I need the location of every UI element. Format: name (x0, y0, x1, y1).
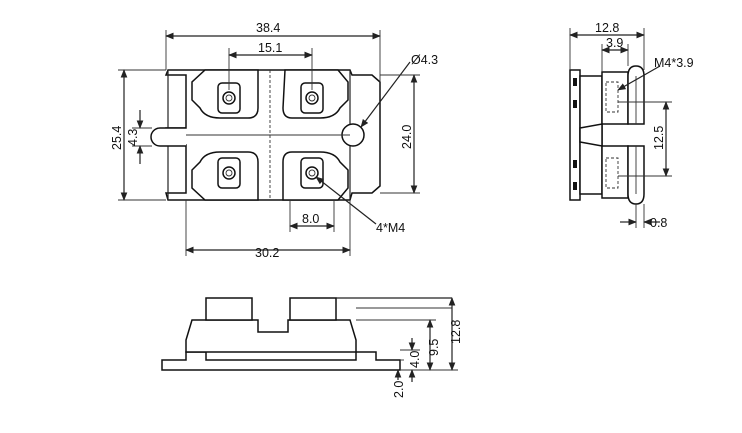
front-terminal (289, 297, 337, 321)
dim-screw-depth: M4*3.9 (654, 56, 694, 70)
dim-height-overall: 25.4 (110, 126, 124, 150)
dim-slot-width: 4.3 (126, 129, 140, 146)
dim-hole-dia: Ø4.3 (411, 53, 438, 67)
side-view: 12.8 3.9 M4*3.9 12.5 0.8 (569, 21, 694, 230)
mounting-slot (150, 127, 186, 147)
dim-pitch-x: 8.0 (302, 212, 319, 226)
dim-side-width: 12.8 (595, 21, 619, 35)
side-base (569, 69, 581, 201)
front-body (185, 319, 357, 353)
dim-terminal-offset: 3.9 (606, 36, 623, 50)
dim-pitch-y: 12.5 (652, 126, 666, 150)
front-terminal (205, 297, 253, 321)
dim-gap: 0.8 (650, 216, 667, 230)
dim-base-thickness: 2.0 (392, 381, 406, 398)
terminal-pad (191, 151, 259, 201)
dim-screw: 4*M4 (376, 221, 405, 235)
top-view: 38.4 15.1 Ø4.3 25.4 4.3 24.0 8.0 4*M4 (110, 21, 438, 260)
front-view: 12.8 9.5 4.0 2.0 (161, 297, 463, 398)
terminal-pad (282, 69, 349, 119)
dim-step-height: 4.0 (408, 351, 422, 368)
dim-front-height: 12.8 (449, 320, 463, 344)
dim-height-inner: 24.0 (400, 125, 414, 149)
dim-width-inner: 15.1 (258, 41, 282, 55)
front-base (161, 351, 401, 371)
dim-base-width: 30.2 (255, 246, 279, 260)
dim-body-height: 9.5 (427, 339, 441, 356)
terminal-pad (191, 69, 259, 119)
terminal-pad (282, 151, 349, 201)
dim-width-overall: 38.4 (256, 21, 280, 35)
